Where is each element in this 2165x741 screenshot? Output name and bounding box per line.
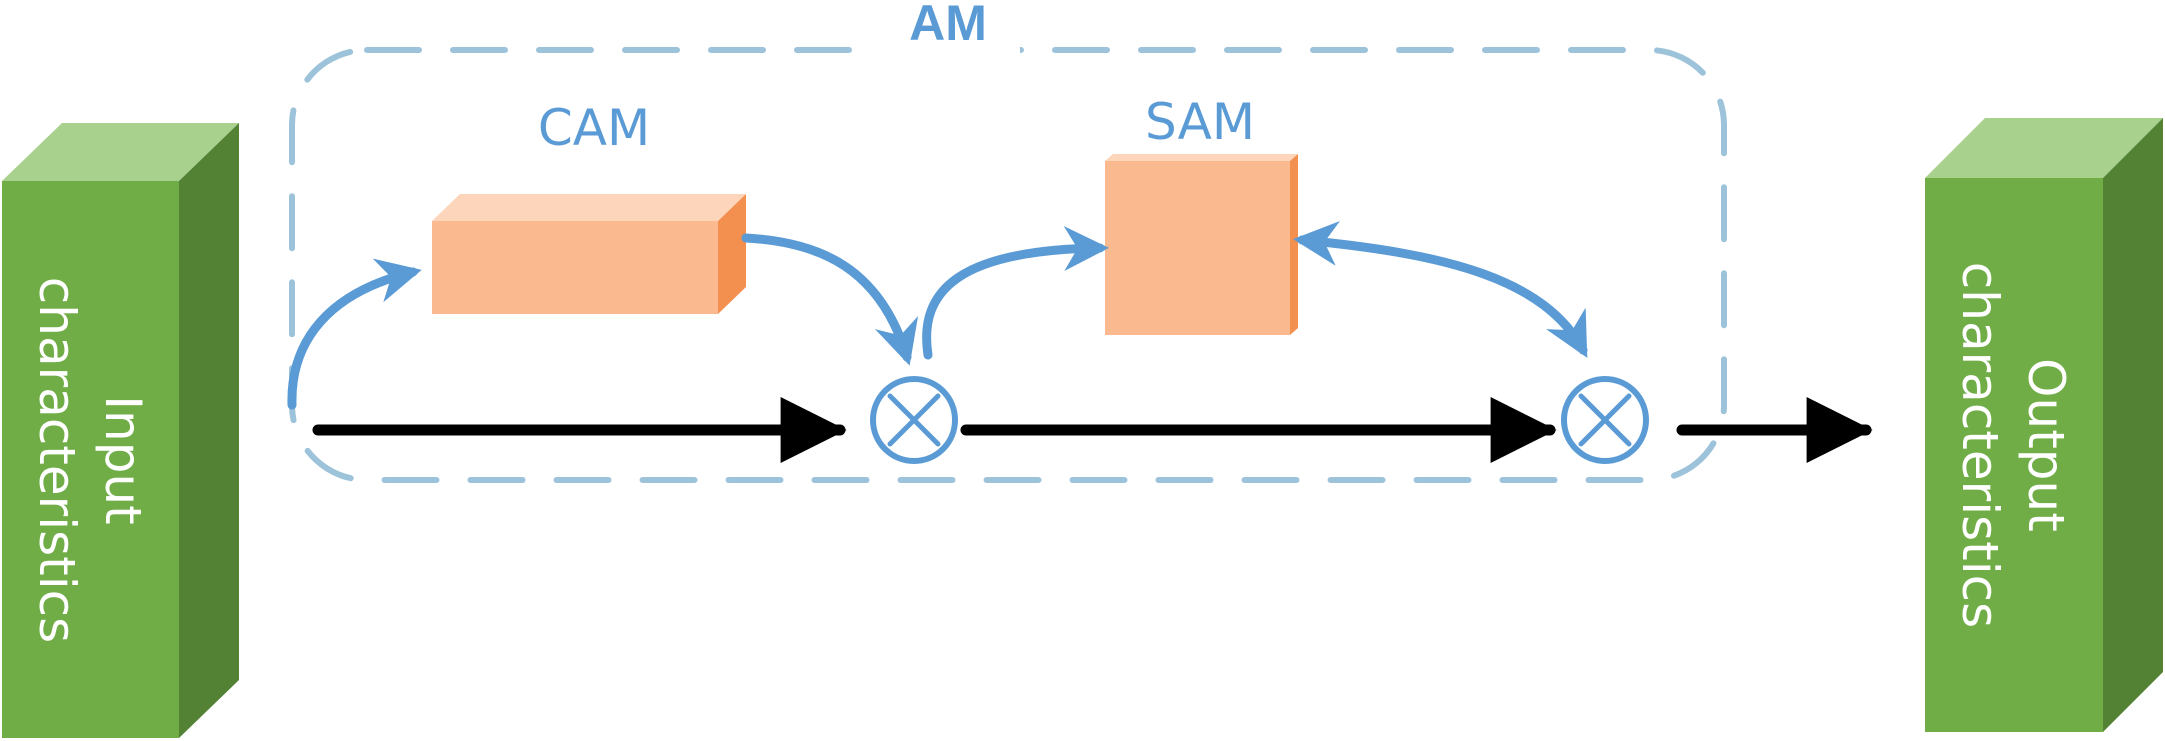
arrow-multiply-1-to-sam [922,226,1109,360]
arrow-input-to-cam [287,258,422,410]
input-characteristics-block: Input characteristics [2,123,239,738]
arrow-sam-to-multiply-2 [1293,220,1588,358]
input-block-label-line2: characteristics [28,277,86,643]
multiply-operator-2 [1561,376,1649,464]
cam-cube-front [432,221,718,314]
sam-cube-side [1290,154,1298,335]
circle-times-icon-stroke-b [887,393,941,447]
input-block-label-line1: Input [94,395,152,524]
am-group: AM [289,0,1727,483]
cam-cube-side [718,194,746,314]
input-block-front [2,181,179,738]
output-block-side [2103,118,2163,732]
cam-module: CAM [432,99,746,314]
output-characteristics-block: Output characteristics [1925,118,2163,732]
sam-cube-top [1105,154,1298,161]
output-block-label-line2: characteristics [1951,262,2009,628]
multiply-operator-1 [870,376,958,464]
sam-label: SAM [1145,93,1255,151]
output-block-label-line1: Output [2017,358,2075,532]
cam-cube-top [432,194,746,221]
circle-times-icon-stroke-b [1578,393,1632,447]
output-block-front [1925,178,2103,732]
arrow-cam-to-multiply-1 [741,233,919,366]
input-block-top [2,123,239,181]
cam-label: CAM [538,99,650,157]
input-block-side [179,123,239,738]
am-title: AM [909,0,987,51]
am-title-backdrop [880,22,1020,74]
output-block-top [1925,118,2163,178]
attention-paths [287,220,1588,410]
sam-module: SAM [1105,93,1298,335]
sam-cube-front [1105,161,1290,335]
